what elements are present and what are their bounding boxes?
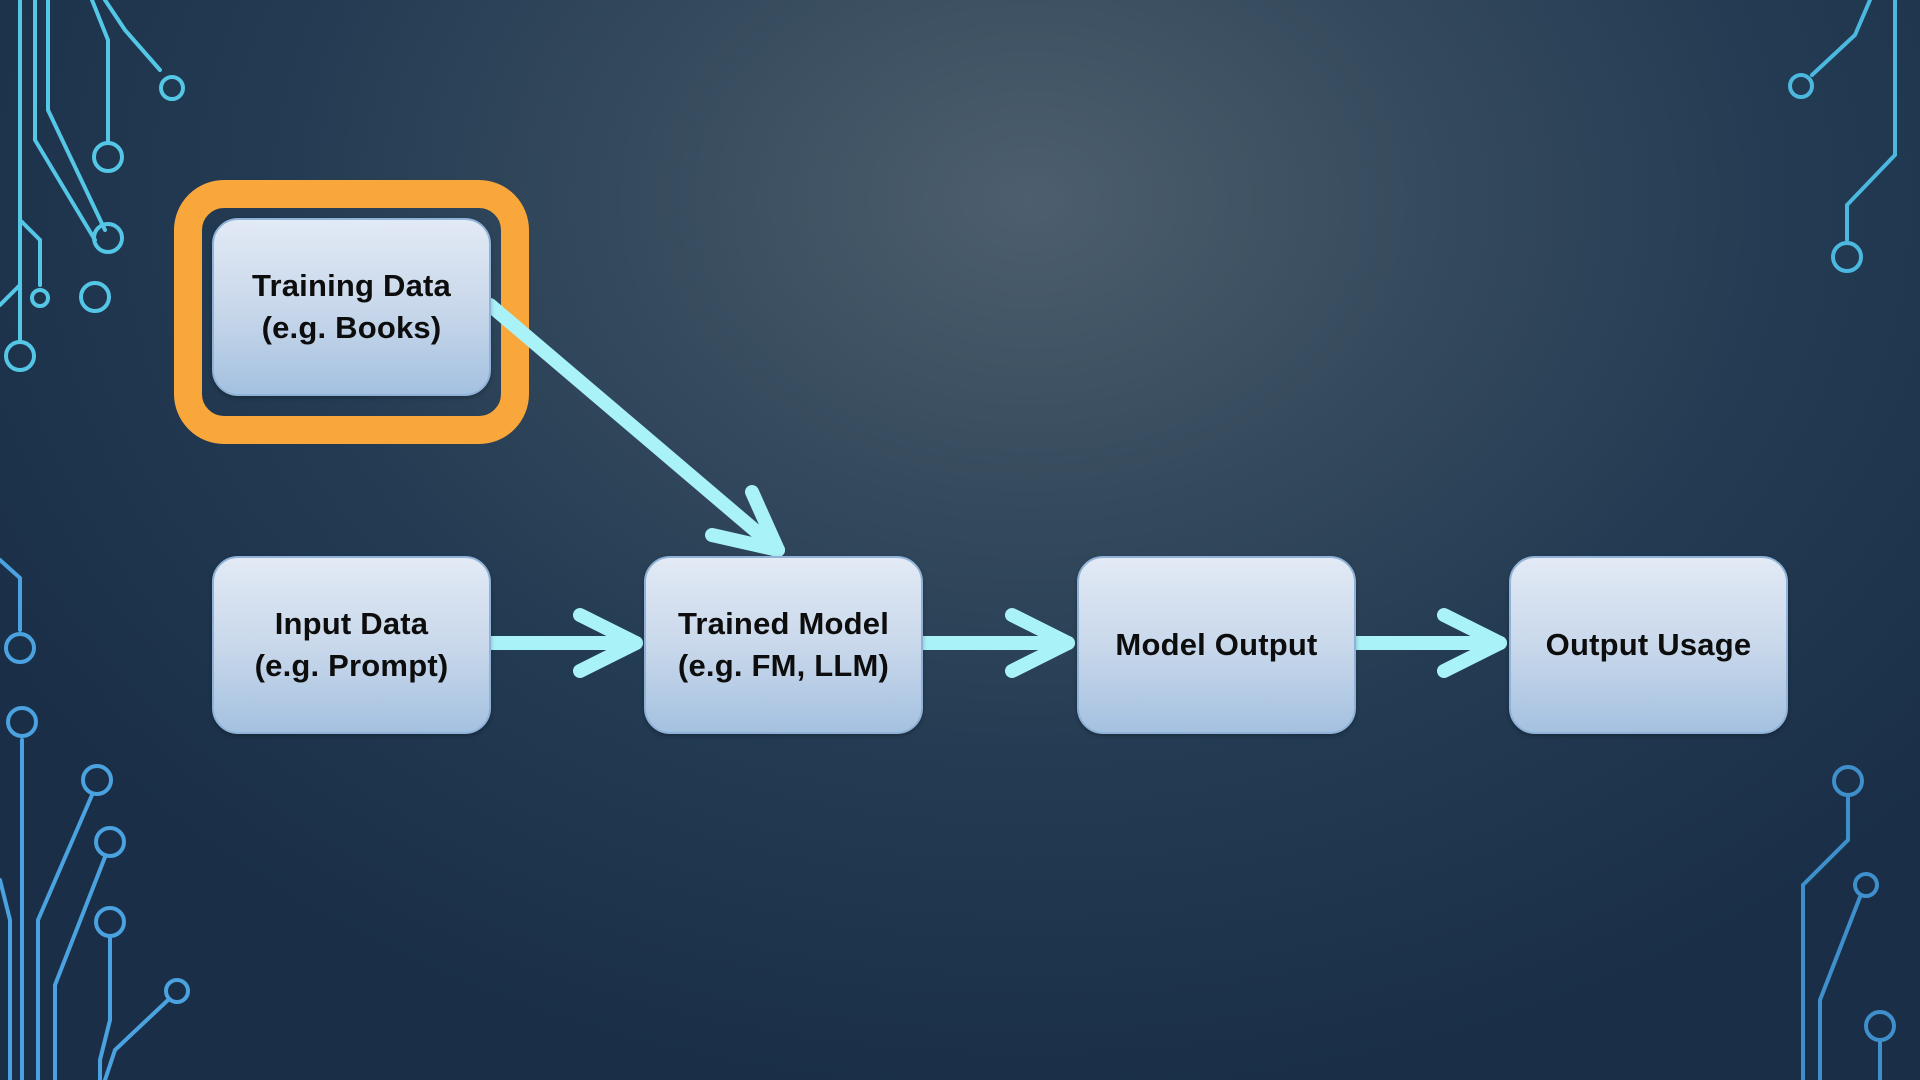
node-model-output: Model Output [1077, 556, 1356, 734]
arrow-model-to-output [915, 608, 1075, 678]
node-sublabel: (e.g. Prompt) [254, 648, 449, 683]
node-trained-model: Trained Model (e.g. FM, LLM) [644, 556, 923, 734]
circuit-top-right [1788, 0, 1897, 273]
circuit-top-left [0, 0, 185, 372]
arrow-training-to-model [483, 298, 785, 557]
node-training-data: Training Data (e.g. Books) [212, 218, 491, 396]
node-label: Trained Model [677, 606, 890, 641]
node-label: Training Data [252, 268, 451, 303]
circuit-bottom-right [1801, 765, 1896, 1080]
arrow-input-to-model [483, 608, 643, 678]
node-label: Input Data [274, 606, 429, 641]
circuit-bottom-left [0, 558, 190, 1080]
node-label: Model Output [1115, 627, 1318, 662]
node-output-usage: Output Usage [1509, 556, 1788, 734]
node-label: Output Usage [1545, 627, 1752, 662]
arrow-output-to-usage [1347, 608, 1507, 678]
node-input-data: Input Data (e.g. Prompt) [212, 556, 491, 734]
node-sublabel: (e.g. Books) [261, 310, 442, 345]
node-sublabel: (e.g. FM, LLM) [677, 648, 890, 683]
training-data-highlight [174, 180, 529, 444]
